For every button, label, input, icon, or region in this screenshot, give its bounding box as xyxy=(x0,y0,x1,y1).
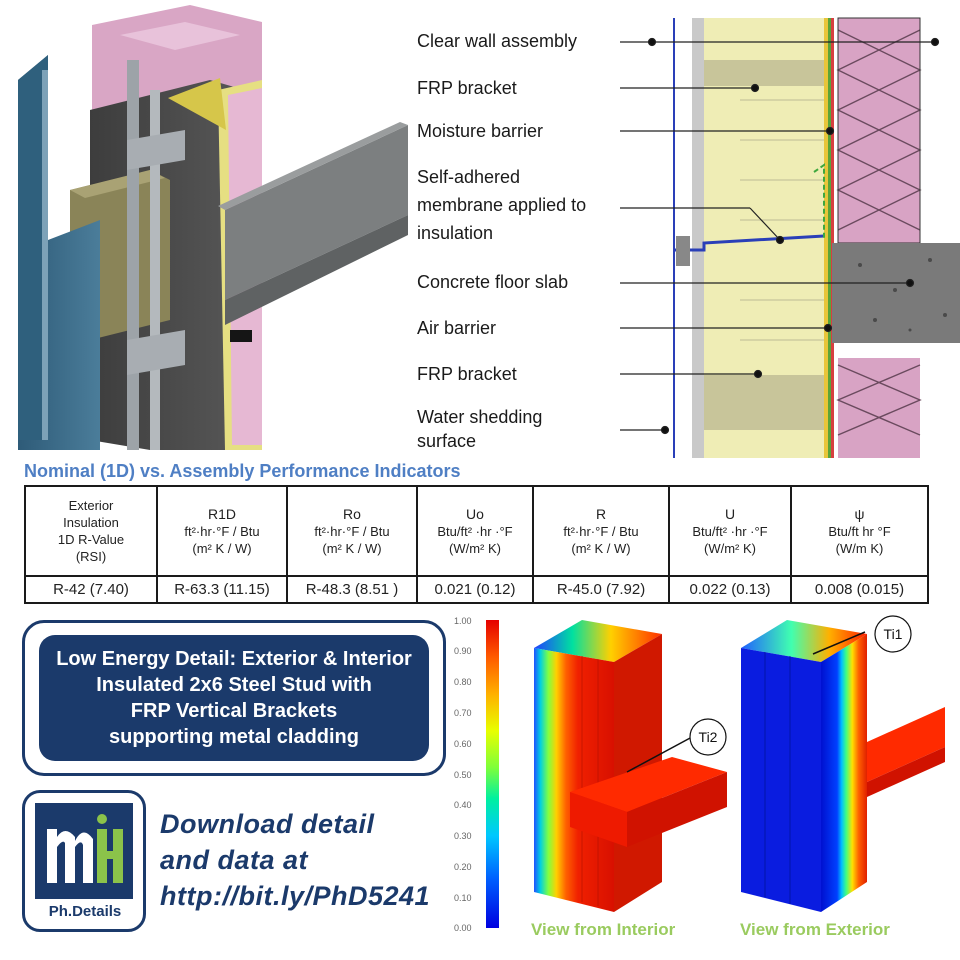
scale-tick-label: 0.20 xyxy=(454,862,472,872)
callout-membrane-line3: insulation xyxy=(417,223,494,243)
scale-tick-label: 0.80 xyxy=(454,677,472,687)
callout-membrane-line2: membrane applied to xyxy=(417,195,587,215)
title-line: Low Energy Detail: Exterior & Interior xyxy=(56,648,412,670)
cell-u: 0.022 (0.13) xyxy=(668,575,792,604)
cell-psi: 0.008 (0.015) xyxy=(790,575,929,604)
ti1-tag-label: Ti1 xyxy=(884,626,903,642)
detail-title: Low Energy Detail: Exterior & Interior I… xyxy=(39,635,429,761)
scale-tick-label: 0.10 xyxy=(454,893,472,903)
caption-view-exterior: View from Exterior xyxy=(740,920,890,939)
callout-clear-wall: Clear wall assembly xyxy=(417,31,578,51)
cell-r1d: R-63.3 (11.15) xyxy=(156,575,288,604)
cell-exterior-insulation: R-42 (7.40) xyxy=(24,575,158,604)
scale-tick-label: 1.00 xyxy=(454,616,472,626)
cutaway-illustration xyxy=(0,0,410,458)
callout-air-barrier: Air barrier xyxy=(417,318,497,338)
ph-details-logo[interactable]: Ph.Details xyxy=(22,790,146,932)
scale-tick-label: 0.40 xyxy=(454,800,472,810)
table-row: R-42 (7.40) R-63.3 (11.15) R-48.3 (8.51 … xyxy=(24,575,929,604)
scale-tick-label: 0.60 xyxy=(454,739,472,749)
callout-moisture-barrier: Moisture barrier xyxy=(417,121,544,141)
callout-water-shedding-line2: surface xyxy=(417,431,477,451)
download-line: Download detail xyxy=(160,809,375,839)
ti2-tag-label: Ti2 xyxy=(699,729,718,745)
logo-mark-icon xyxy=(35,803,133,899)
thermal-color-scale xyxy=(486,620,499,928)
callout-membrane-line1: Self-adhered xyxy=(417,167,521,187)
scale-tick-label: 0.50 xyxy=(454,770,472,780)
logo-text: Ph.Details xyxy=(48,903,122,920)
scale-tick-label: 0.00 xyxy=(454,923,472,933)
title-line: Insulated 2x6 Steel Stud with xyxy=(96,674,372,696)
scale-tick-label: 0.30 xyxy=(454,831,472,841)
callout-frp-bracket-bottom: FRP bracket xyxy=(417,364,517,384)
cell-r: R-45.0 (7.92) xyxy=(532,575,670,604)
cell-ro: R-48.3 (8.51 ) xyxy=(286,575,418,604)
thermal-model-interior: Ti2 xyxy=(534,620,727,912)
callout-water-shedding-line1: Water shedding xyxy=(417,407,543,427)
callout-concrete-slab: Concrete floor slab xyxy=(417,272,569,292)
thermal-model-exterior: Ti1 xyxy=(741,615,945,912)
title-line: FRP Vertical Brackets xyxy=(130,700,338,722)
scale-tick-label: 0.90 xyxy=(454,646,472,656)
download-line: and data at xyxy=(160,845,309,875)
table-heading: Nominal (1D) vs. Assembly Performance In… xyxy=(24,461,461,481)
caption-view-interior: View from Interior xyxy=(531,920,676,939)
scale-tick-label: 0.70 xyxy=(454,708,472,718)
cell-uo: 0.021 (0.12) xyxy=(416,575,534,604)
download-link[interactable]: http://bit.ly/PhD5241 xyxy=(160,881,431,911)
download-block: Download detail and data at http://bit.l… xyxy=(160,806,430,914)
detail-title-box: Low Energy Detail: Exterior & Interior I… xyxy=(22,620,446,776)
title-line: supporting metal cladding xyxy=(108,726,359,748)
callout-frp-bracket-top: FRP bracket xyxy=(417,78,517,98)
section-detail xyxy=(610,0,960,458)
